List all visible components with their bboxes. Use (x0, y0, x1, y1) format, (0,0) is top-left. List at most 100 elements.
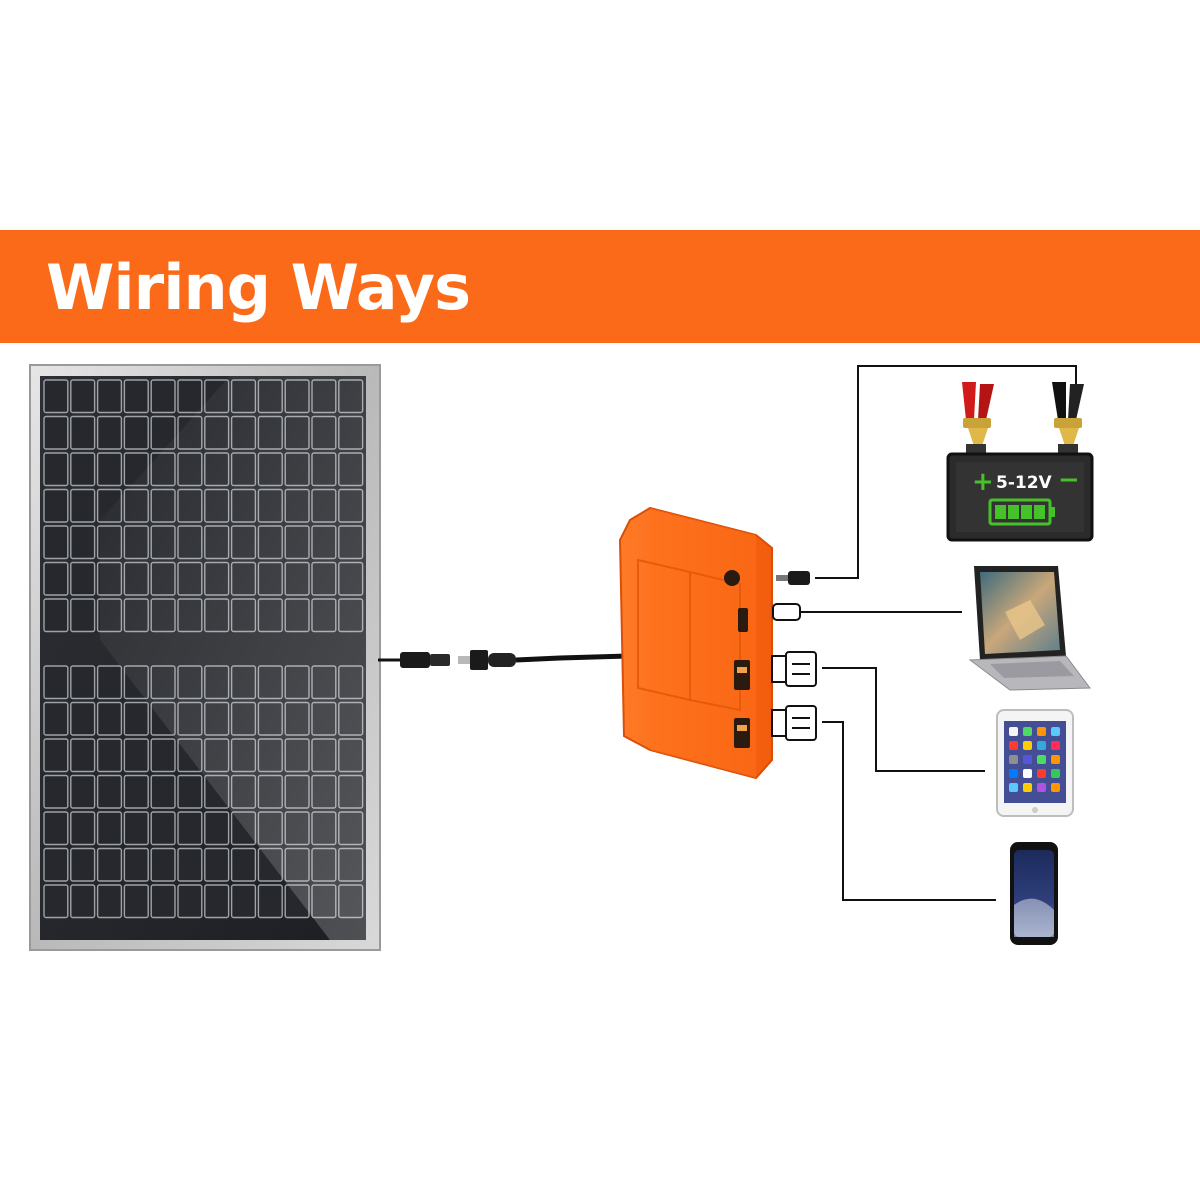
solar-cell (123, 415, 149, 450)
solar-cell (123, 774, 149, 809)
solar-cell (150, 774, 176, 809)
solar-cell (43, 525, 69, 560)
solar-cell (70, 811, 96, 846)
solar-cell (70, 379, 96, 414)
page-title: Wiring Ways (46, 251, 471, 324)
output-wires (800, 365, 1077, 901)
solar-cell (43, 665, 69, 700)
app-icon (1009, 755, 1018, 764)
micro-usb-port (738, 608, 748, 632)
solar-cell (204, 847, 230, 882)
black-clamp (1052, 382, 1084, 446)
solar-cell (70, 415, 96, 450)
solar-cell (257, 884, 283, 919)
solar-cell (150, 379, 176, 414)
app-icon (1009, 769, 1018, 778)
solar-cell (96, 452, 123, 487)
battery-minus-symbol: − (1058, 465, 1080, 495)
wire-to-battery (815, 365, 1077, 579)
wire-to-phone (822, 721, 996, 901)
app-icon (1009, 783, 1018, 792)
solar-cell (123, 847, 149, 882)
tablet (996, 709, 1074, 817)
solar-cell (43, 561, 69, 596)
app-icon (1037, 727, 1046, 736)
solar-cell (96, 379, 123, 414)
solar-cell (150, 415, 176, 450)
solar-cell (123, 701, 149, 736)
solar-cell (43, 884, 69, 919)
micro-usb-plug (772, 603, 801, 621)
app-icon (1037, 783, 1046, 792)
app-icon (1051, 727, 1060, 736)
app-icon (1051, 741, 1060, 750)
solar-cell (70, 561, 96, 596)
app-icon (1023, 769, 1032, 778)
solar-cell (43, 452, 69, 487)
solar-cell (123, 379, 149, 414)
car-battery: + − 5-12V (946, 382, 1094, 542)
app-icon (1051, 783, 1060, 792)
solar-cell (70, 488, 96, 523)
smartphone (1010, 842, 1058, 945)
solar-cell (70, 738, 96, 773)
solar-cell (70, 701, 96, 736)
solar-cell (150, 738, 176, 773)
solar-cell (123, 811, 149, 846)
usb-a-port-2 (734, 718, 750, 748)
solar-cell (123, 738, 149, 773)
dc-output-port (724, 570, 740, 586)
app-icon (1009, 741, 1018, 750)
solar-cell (96, 774, 123, 809)
usb-a-port-1 (734, 660, 750, 690)
solar-cell (150, 847, 176, 882)
solar-cell (96, 884, 123, 919)
solar-cell (70, 665, 96, 700)
solar-cell (43, 415, 69, 450)
usb-a-plug-1 (771, 651, 817, 687)
solar-cell (70, 847, 96, 882)
app-icon (1037, 769, 1046, 778)
charge-controller (618, 506, 773, 780)
solar-cell (70, 452, 96, 487)
app-icon (1051, 769, 1060, 778)
app-icon (1037, 741, 1046, 750)
solar-cell (43, 598, 69, 633)
solar-cell (204, 811, 230, 846)
laptop (968, 566, 1091, 691)
solar-cell (96, 738, 123, 773)
title-banner (0, 230, 1200, 343)
tablet-app-grid (1009, 727, 1060, 792)
solar-cell (43, 488, 69, 523)
solar-cell (150, 884, 176, 919)
app-icon (1023, 783, 1032, 792)
solar-panel (29, 364, 381, 951)
solar-cell (43, 701, 69, 736)
solar-cell (96, 701, 123, 736)
red-clamp (962, 382, 994, 446)
solar-cell (123, 884, 149, 919)
solar-cell (43, 379, 69, 414)
solar-cell (177, 811, 203, 846)
dc-barrel-plug (776, 571, 810, 585)
solar-cell (177, 847, 203, 882)
solar-cell (43, 847, 69, 882)
solar-cell (177, 884, 203, 919)
wire-to-tablet (822, 667, 985, 772)
panel-output-cable (378, 652, 450, 668)
usb-a-plug-2 (771, 705, 817, 741)
app-icon (1037, 755, 1046, 764)
app-icon (1009, 727, 1018, 736)
app-icon (1023, 727, 1032, 736)
app-icon (1051, 755, 1060, 764)
battery-level-icon (988, 498, 1055, 526)
solar-cell (43, 811, 69, 846)
solar-cell (70, 525, 96, 560)
solar-cell (43, 738, 69, 773)
solar-cell (96, 811, 123, 846)
solar-cell (230, 884, 257, 919)
solar-cell (70, 774, 96, 809)
app-icon (1023, 741, 1032, 750)
solar-cell (96, 415, 123, 450)
solar-cell (70, 884, 96, 919)
